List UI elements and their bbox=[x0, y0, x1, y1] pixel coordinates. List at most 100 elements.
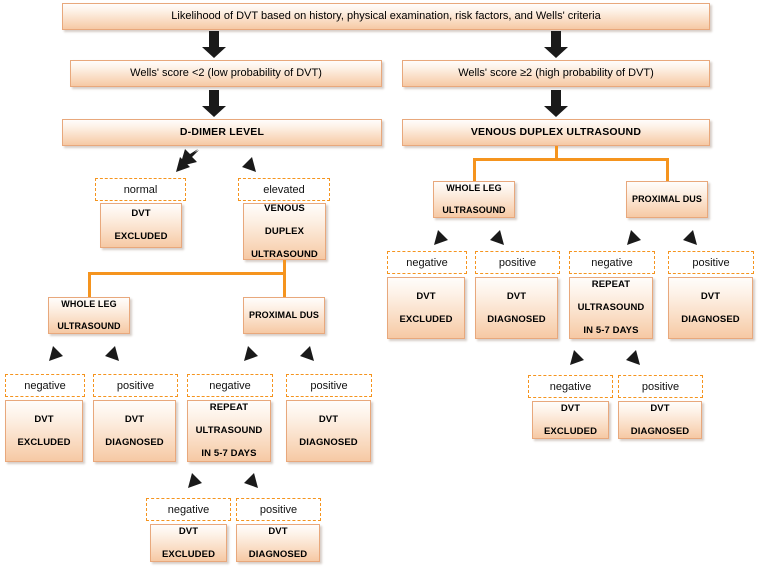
node-root-label: Likelihood of DVT based on history, phys… bbox=[171, 9, 601, 22]
line1: DVT bbox=[178, 525, 199, 537]
node-right-proximal-positive-result: DVT DIAGNOSED bbox=[668, 277, 753, 339]
arrow-diag-left-proximal-negative bbox=[238, 337, 268, 367]
node-whole-leg-ultrasound-right: WHOLE LEG ULTRASOUND bbox=[433, 181, 515, 218]
label-left-repeat-positive: positive bbox=[236, 498, 321, 521]
label-right-repeat-negative: negative bbox=[528, 375, 613, 398]
line2: DIAGNOSED bbox=[681, 313, 740, 325]
arrow-diag-left-right-wholeleg-negative bbox=[428, 221, 458, 251]
line2: EXCLUDED bbox=[114, 231, 168, 243]
label-left-proximal-positive: positive bbox=[286, 374, 372, 397]
line2: EXCLUDED bbox=[161, 548, 216, 560]
node-left-repeat-positive-result: DVT DIAGNOSED bbox=[236, 524, 320, 562]
label-right-repeat-positive: positive bbox=[618, 375, 703, 398]
node-root: Likelihood of DVT based on history, phys… bbox=[62, 3, 710, 30]
line2: DIAGNOSED bbox=[248, 548, 308, 560]
line1: DVT bbox=[506, 290, 527, 302]
node-wells-low: Wells' score <2 (low probability of DVT) bbox=[70, 60, 382, 87]
line2: ULTRASOUND bbox=[442, 204, 506, 215]
label-ddimer-normal: normal bbox=[95, 178, 186, 201]
arrow-diag-right-ddimer-elevated bbox=[232, 148, 264, 180]
line1: WHOLE LEG bbox=[446, 183, 502, 194]
label: PROXIMAL DUS bbox=[631, 194, 703, 205]
arrow-diag-right-right-repeat-positive bbox=[616, 341, 646, 371]
line1: DVT bbox=[560, 402, 581, 414]
label-right-wholeleg-negative: negative bbox=[387, 251, 467, 274]
arrow-diag-right-proximal-positive bbox=[290, 337, 320, 367]
node-venous-duplex-ultrasound-right-label: VENOUS DUPLEX ULTRASOUND bbox=[470, 126, 642, 139]
arrow-diag-left-right-proximal-negative bbox=[621, 221, 651, 251]
node-d-dimer-label: D-DIMER LEVEL bbox=[179, 126, 265, 139]
line2: DIAGNOSED bbox=[487, 313, 546, 325]
line1: VENOUS bbox=[264, 202, 305, 214]
line2: ULTRASOUND bbox=[577, 302, 645, 314]
node-left-repeat-negative-result: DVT EXCLUDED bbox=[150, 524, 227, 562]
arrow-diag-right-right-wholeleg-positive bbox=[480, 221, 510, 251]
node-right-repeat-negative-result: DVT EXCLUDED bbox=[532, 401, 609, 439]
label-left-wholeleg-negative: negative bbox=[5, 374, 85, 397]
connector-right-bar bbox=[473, 158, 669, 161]
line3: IN 5-7 DAYS bbox=[201, 448, 257, 460]
line2: EXCLUDED bbox=[399, 313, 453, 325]
line2: DIAGNOSED bbox=[299, 436, 358, 448]
line2: ULTRASOUND bbox=[57, 320, 121, 331]
connector-left-drop-proximal bbox=[283, 272, 286, 298]
line3: IN 5-7 DAYS bbox=[583, 325, 639, 337]
line3: ULTRASOUND bbox=[251, 248, 318, 260]
label-left-wholeleg-positive: positive bbox=[93, 374, 178, 397]
line1: DVT bbox=[268, 525, 288, 537]
line1: REPEAT bbox=[591, 279, 631, 291]
line2: ULTRASOUND bbox=[195, 425, 263, 437]
arrow-down-root-right bbox=[543, 31, 569, 59]
label: PROXIMAL DUS bbox=[248, 310, 320, 321]
line2: DUPLEX bbox=[264, 225, 305, 237]
arrow-diag-right-wholeleg-positive bbox=[95, 337, 125, 367]
arrow-down-wells-left bbox=[201, 90, 227, 118]
line1: DVT bbox=[318, 413, 339, 425]
arrow-diag-right-right-proximal-positive bbox=[673, 221, 703, 251]
node-dvt-excluded-ddimer: DVT EXCLUDED bbox=[100, 203, 182, 248]
node-left-proximal-negative-result: REPEAT ULTRASOUND IN 5-7 DAYS bbox=[187, 400, 271, 462]
node-proximal-dus-right: PROXIMAL DUS bbox=[626, 181, 708, 218]
line1: DVT bbox=[650, 402, 670, 414]
node-left-wholeleg-negative-result: DVT EXCLUDED bbox=[5, 400, 83, 462]
label-right-proximal-positive: positive bbox=[668, 251, 754, 274]
node-left-proximal-positive-result: DVT DIAGNOSED bbox=[286, 400, 371, 462]
connector-left-drop-wholeleg bbox=[88, 272, 91, 298]
node-right-wholeleg-negative-result: DVT EXCLUDED bbox=[387, 277, 465, 339]
connector-left-stem bbox=[283, 260, 286, 274]
connector-left-bar bbox=[88, 272, 286, 275]
arrow-diag-left-right-repeat-negative bbox=[564, 341, 594, 371]
line2: DIAGNOSED bbox=[105, 436, 164, 448]
line2: EXCLUDED bbox=[543, 425, 598, 437]
line1: DVT bbox=[124, 413, 145, 425]
arrow-diag-left-wholeleg-negative bbox=[43, 337, 73, 367]
connector-right-drop-wholeleg bbox=[473, 158, 476, 182]
node-wells-high-label: Wells' score ≥2 (high probability of DVT… bbox=[458, 66, 654, 79]
node-wells-high: Wells' score ≥2 (high probability of DVT… bbox=[402, 60, 710, 87]
node-whole-leg-ultrasound-left: WHOLE LEG ULTRASOUND bbox=[48, 297, 130, 334]
node-right-wholeleg-positive-result: DVT DIAGNOSED bbox=[475, 277, 558, 339]
line1: REPEAT bbox=[209, 402, 249, 414]
line1: DVT bbox=[34, 413, 54, 425]
node-wells-low-label: Wells' score <2 (low probability of DVT) bbox=[130, 66, 322, 79]
node-proximal-dus-left: PROXIMAL DUS bbox=[243, 297, 325, 334]
arrow-down-wells-right bbox=[543, 90, 569, 118]
line1: WHOLE LEG bbox=[61, 299, 117, 310]
arrow-down-root-left bbox=[201, 31, 227, 59]
label-right-proximal-negative: negative bbox=[569, 251, 655, 274]
node-right-proximal-negative-result: REPEAT ULTRASOUND IN 5-7 DAYS bbox=[569, 277, 653, 339]
line1: DVT bbox=[131, 208, 151, 220]
line2: EXCLUDED bbox=[17, 436, 71, 448]
node-right-repeat-positive-result: DVT DIAGNOSED bbox=[618, 401, 702, 439]
label-left-repeat-negative: negative bbox=[146, 498, 231, 521]
line1: DVT bbox=[700, 290, 721, 302]
label-right-wholeleg-positive: positive bbox=[475, 251, 560, 274]
arrow-diag-left-repeat-negative bbox=[182, 464, 212, 494]
arrow-diag-left-ddimer-normal bbox=[168, 148, 200, 180]
connector-right-stem bbox=[555, 146, 558, 160]
label-ddimer-elevated: elevated bbox=[238, 178, 330, 201]
arrow-diag-right-repeat-positive bbox=[234, 464, 264, 494]
node-venous-duplex-ultrasound-left: VENOUS DUPLEX ULTRASOUND bbox=[243, 203, 326, 260]
node-venous-duplex-ultrasound-right: VENOUS DUPLEX ULTRASOUND bbox=[402, 119, 710, 146]
